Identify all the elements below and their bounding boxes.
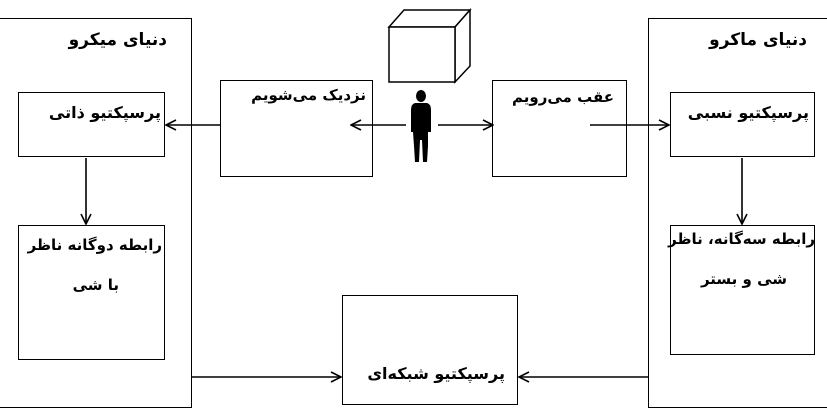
approach-label: نزدیک می‌شویم <box>251 86 366 104</box>
triple-relation-box <box>670 225 815 355</box>
network-perspective-label: پرسپکتیو شبکه‌ای <box>367 364 505 383</box>
micro-world-title: دنیای میکرو <box>68 30 167 50</box>
approach-box <box>220 80 373 177</box>
network-perspective-box <box>342 295 518 405</box>
triple-relation-line1: رابطه سه‌گانه، ناظر <box>668 230 815 248</box>
retreat-box <box>492 80 627 177</box>
intrinsic-perspective-box <box>18 92 165 157</box>
dual-relation-line1: رابطه دوگانه ناظر <box>27 236 162 254</box>
person-silhouette-icon <box>411 90 431 162</box>
relative-perspective-box <box>670 92 815 157</box>
retreat-label: عقب می‌رویم <box>512 88 614 106</box>
macro-world-title: دنیای ماکرو <box>709 30 807 50</box>
relative-perspective-label: پرسپکتیو نسبی <box>687 103 809 122</box>
cube-icon <box>387 8 472 84</box>
diagram: دنیای میکرو پرسپکتیو ذاتی رابطه دوگانه ن… <box>0 8 827 408</box>
dual-relation-line2: با شی <box>72 276 119 294</box>
dual-relation-box <box>18 225 165 360</box>
intrinsic-perspective-label: پرسپکتیو ذاتی <box>48 103 161 122</box>
triple-relation-line2: شی و بستر <box>700 270 787 288</box>
